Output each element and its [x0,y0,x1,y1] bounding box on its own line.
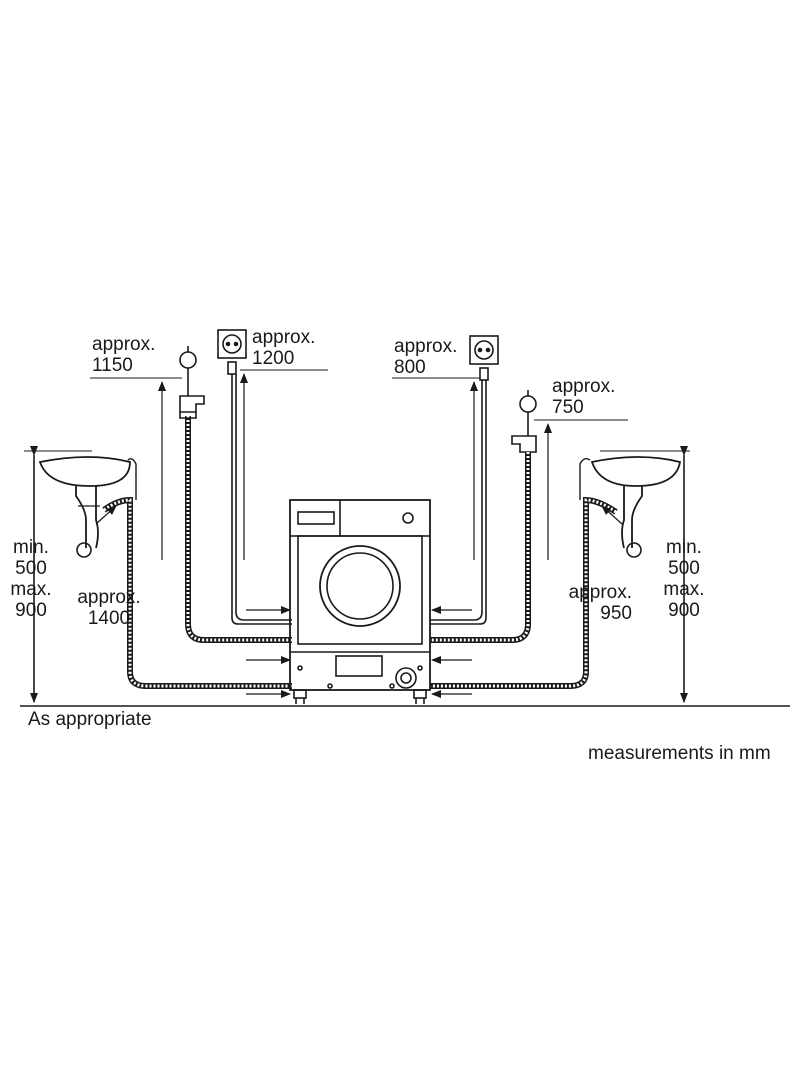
sink-right-dimension [600,446,690,703]
label-sink-right-line2: 500 [668,558,700,579]
label-power-left-line2: 1200 [252,348,295,369]
label-sink-left-line4: 900 [15,600,47,621]
label-power-right: approx. 800 [394,336,457,378]
label-tap-right-line1: approx. [552,376,616,397]
sink-left [38,456,131,558]
washing-machine [289,499,431,704]
label-tap-left-line2: 1150 [92,355,133,376]
label-floor-note: As appropriate [28,709,152,730]
tap-left [179,346,205,419]
power-cord-right [430,380,483,621]
label-tap-right-line2: 750 [552,397,584,418]
label-units-note: measurements in mm [588,743,771,764]
label-sink-left-line3: max. [10,579,52,600]
label-tap-right: approx. 750 [552,376,615,418]
power-cord-left [231,374,292,625]
label-drain-left-line2: 1400 [87,608,131,629]
socket-left [217,329,247,375]
label-sink-left-line2: 500 [15,558,47,579]
label-sink-left: min. 500 max. 900 [6,537,56,621]
socket-right [469,335,499,381]
leader-lines [90,369,628,421]
label-power-right-line1: approx. [394,336,458,357]
label-drain-right-line1: approx. [568,582,632,603]
label-sink-right-line3: max. [663,579,705,600]
label-sink-left-line1: min. [13,537,49,558]
leader-arrows [158,373,552,560]
label-sink-right: min. 500 max. 900 [658,537,710,621]
label-tap-left-line1: approx. [92,334,156,355]
sink-right [590,456,682,558]
label-power-right-line2: 800 [394,357,426,378]
sink-left-dimension [24,446,92,703]
label-drain-left-line1: approx. [77,587,141,608]
connection-arrows [95,505,623,698]
label-drain-right-line2: 950 [600,603,632,624]
label-sink-right-line1: min. [666,537,702,558]
tap-right [511,390,537,453]
label-drain-left: approx. 1400 [72,587,146,629]
inlet-hose-left [185,416,292,643]
inlet-hose-right [430,452,531,643]
label-power-left: approx. 1200 [252,327,315,369]
label-power-left-line1: approx. [252,327,316,348]
label-tap-left: approx. 1150 [92,334,155,376]
label-sink-right-line4: 900 [668,600,700,621]
label-drain-right: approx. 950 [556,582,632,624]
